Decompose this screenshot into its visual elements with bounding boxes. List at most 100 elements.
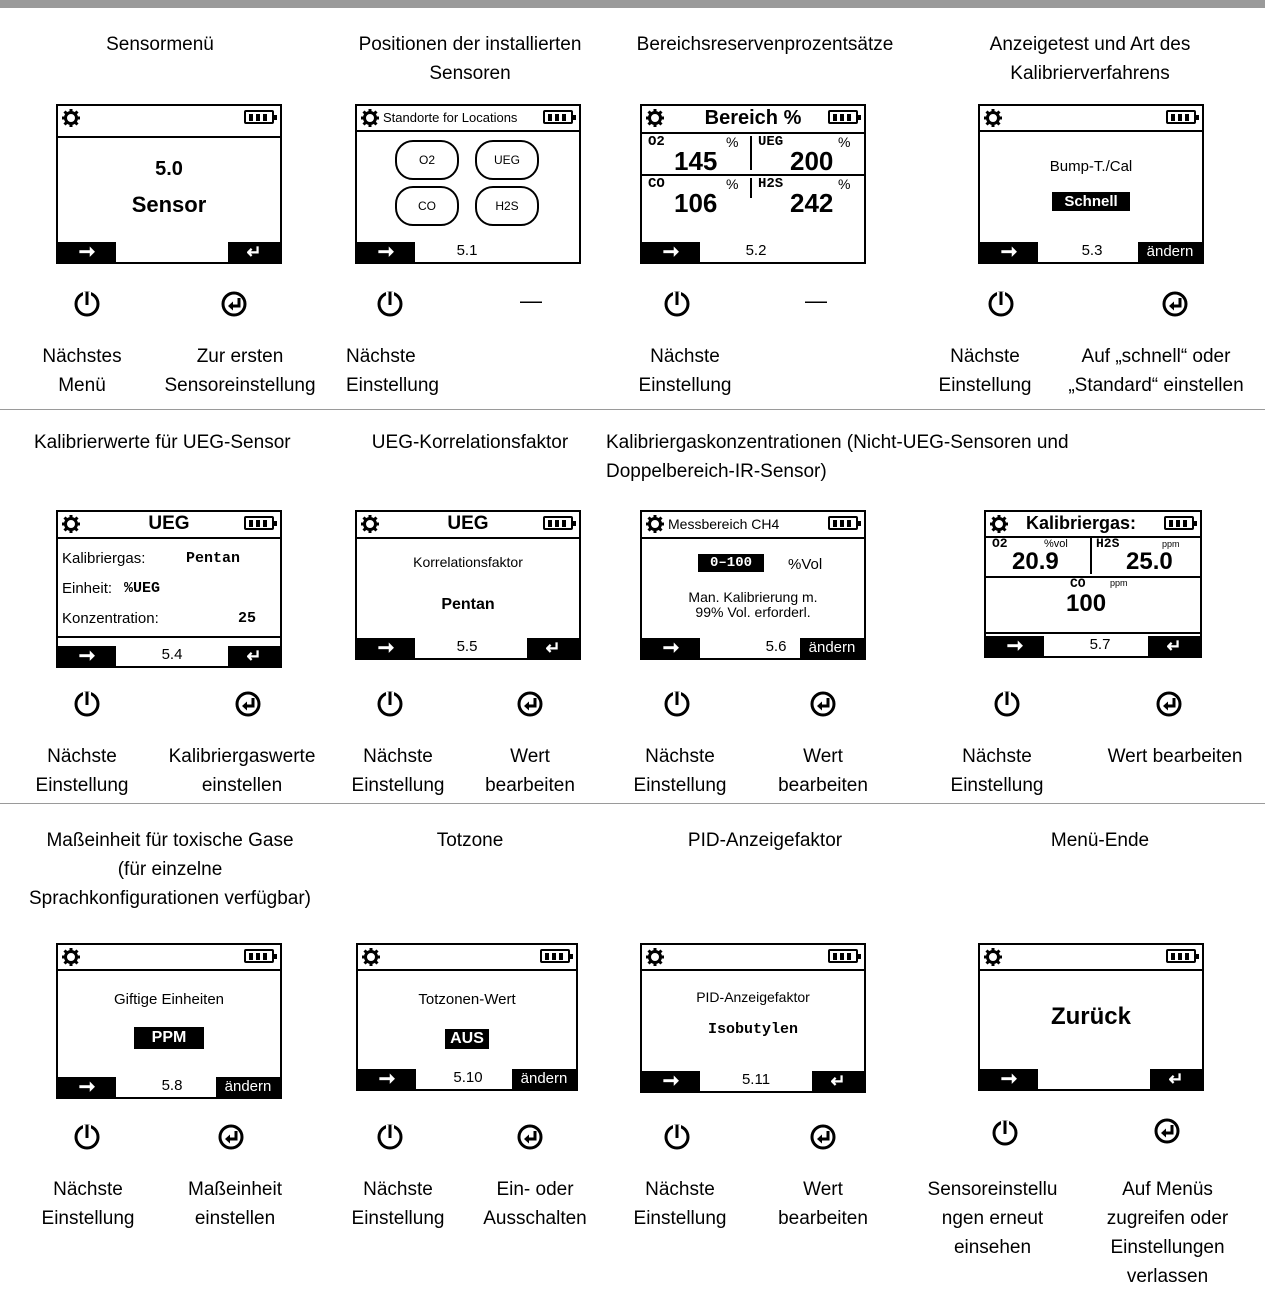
enter-button-icon[interactable]	[1152, 1116, 1182, 1146]
enter-icon: ↵	[527, 638, 579, 658]
enter-icon: ↵	[812, 1071, 864, 1091]
enter-button-icon[interactable]	[233, 689, 263, 719]
change-softkey: ändern	[216, 1077, 280, 1097]
enter-icon: ↵	[1148, 636, 1200, 656]
unit-label: %	[838, 176, 851, 192]
device-screen: Giftige Einheiten PPM ➞ 5.8 ändern	[56, 943, 282, 1099]
gear-icon	[362, 948, 380, 966]
unit-label: %	[838, 134, 851, 150]
device-screen: 5.0 Sensor ➞ ↵	[56, 104, 282, 264]
unit-label: ppm	[1162, 539, 1180, 549]
arrow-right-icon: ➞	[642, 242, 700, 262]
power-icon[interactable]	[375, 1122, 405, 1152]
device-screen: Zurück ➞ ↵	[978, 943, 1204, 1091]
row-divider	[0, 803, 1265, 804]
right-button-label: Wert bearbeiten	[485, 746, 575, 796]
section-title: Totzone	[436, 830, 504, 851]
screen-line: Bump-T./Cal	[1049, 158, 1133, 175]
sensor-chip: UEG	[475, 140, 539, 180]
power-icon[interactable]	[72, 289, 102, 319]
value-label: 25.0	[1126, 548, 1173, 575]
power-icon[interactable]	[375, 689, 405, 719]
selected-value: AUS	[445, 1029, 489, 1049]
power-icon[interactable]	[72, 1122, 102, 1152]
screen-line: 5.0	[155, 158, 183, 180]
section-title: UEG-Korrelationsfaktor	[371, 432, 569, 453]
menu-number: 5.1	[456, 242, 478, 259]
screen-line: Isobutylen	[707, 1021, 798, 1038]
menu-number: 5.5	[456, 638, 478, 655]
sensor-chip: H2S	[475, 186, 539, 226]
gas-label: CO	[648, 176, 665, 192]
left-button-label: Nächstes Menü	[42, 346, 122, 396]
battery-icon	[828, 949, 861, 963]
gear-icon	[62, 109, 80, 127]
device-screen: PID-Anzeigefaktor Isobutylen ➞ 5.11 ↵	[640, 943, 866, 1093]
device-screen: Kalibriergas: O2 %vol 20.9 H2S ppm 25.0 …	[984, 510, 1202, 658]
row-divider	[0, 409, 1265, 410]
value-label: 200	[790, 146, 834, 176]
section-title: Maßeinheit für toxische Gase (für einzel…	[28, 830, 311, 909]
change-softkey: ändern	[800, 638, 864, 658]
screen-header: Kalibriergas:	[1026, 513, 1137, 533]
enter-icon: ↵	[228, 242, 280, 262]
field-label: Kalibriergas:	[62, 550, 146, 567]
arrow-right-icon: ➞	[642, 1071, 700, 1091]
gear-icon	[62, 948, 80, 966]
enter-icon: ↵	[228, 646, 280, 666]
menu-number: 5.11	[741, 1071, 771, 1088]
section-title: Kalibrierwerte für UEG-Sensor	[34, 432, 291, 453]
enter-button-icon[interactable]	[216, 1122, 246, 1152]
section-title: Sensormenü	[106, 34, 214, 55]
device-screen: Standorte for Locations O2 UEG CO H2S ➞ …	[355, 104, 581, 264]
screen-line: Totzonen-Wert	[418, 991, 516, 1008]
power-icon[interactable]	[986, 289, 1016, 319]
gas-label: H2S	[1096, 536, 1120, 551]
power-icon[interactable]	[662, 1122, 692, 1152]
gear-icon	[646, 515, 664, 533]
power-icon[interactable]	[72, 689, 102, 719]
left-button-label: Nächste Einstellung	[950, 746, 1044, 796]
enter-button-icon[interactable]	[1154, 689, 1184, 719]
no-action-dash: —	[520, 288, 542, 313]
power-icon[interactable]	[662, 689, 692, 719]
unit-label: %vol	[1044, 538, 1068, 550]
arrow-right-icon: ➞	[980, 1069, 1038, 1089]
screen-line: PID-Anzeigefaktor	[696, 989, 810, 1005]
power-icon[interactable]	[662, 289, 692, 319]
section-title: Kalibriergaskonzentrationen (Nicht-UEG-S…	[606, 432, 1069, 482]
enter-button-icon[interactable]	[219, 289, 249, 319]
device-screen: UEG Kalibriergas: Pentan Einheit: %UEG K…	[56, 510, 282, 668]
section-title: Anzeigetest und Art des Kalibrierverfahr…	[989, 34, 1191, 84]
power-icon[interactable]	[375, 289, 405, 319]
arrow-right-icon: ➞	[986, 636, 1044, 656]
enter-button-icon[interactable]	[1160, 289, 1190, 319]
right-button-label: Auf „schnell“ oder „Standard“ einstellen	[1068, 346, 1244, 396]
field-label: Konzentration:	[62, 610, 159, 627]
right-button-label: Zur ersten Sensoreinstellung	[164, 346, 316, 396]
value-label: 106	[674, 188, 718, 218]
power-icon[interactable]	[992, 689, 1022, 719]
enter-button-icon[interactable]	[515, 1122, 545, 1152]
arrow-right-icon: ➞	[357, 242, 415, 262]
enter-button-icon[interactable]	[808, 689, 838, 719]
change-softkey: ändern	[1138, 242, 1202, 262]
section-title: Menü-Ende	[1050, 830, 1150, 851]
arrow-right-icon: ➞	[58, 646, 116, 666]
left-button-label: Nächste Einstellung	[351, 1179, 445, 1229]
power-icon[interactable]	[990, 1118, 1020, 1148]
left-button-label: Nächste Einstellung	[633, 746, 727, 796]
screen-line: Zurück	[1050, 1003, 1131, 1030]
device-screen: Bereich % O2 % 145 UEG % 200 CO % 106 H2…	[640, 104, 866, 264]
arrow-right-icon: ➞	[642, 638, 700, 658]
screen-header: Bereich %	[704, 107, 802, 129]
gear-icon	[361, 109, 379, 127]
screen-line: Pentan	[441, 596, 495, 613]
value-label: 100	[1066, 590, 1107, 617]
left-button-label: Sensoreinstellu ngen erneut einsehen	[927, 1179, 1058, 1258]
enter-button-icon[interactable]	[808, 1122, 838, 1152]
arrow-right-icon: ➞	[58, 1077, 116, 1097]
left-button-label: Nächste Einstellung	[938, 346, 1032, 396]
enter-button-icon[interactable]	[515, 689, 545, 719]
screen-header: Messbereich CH4	[668, 516, 780, 532]
